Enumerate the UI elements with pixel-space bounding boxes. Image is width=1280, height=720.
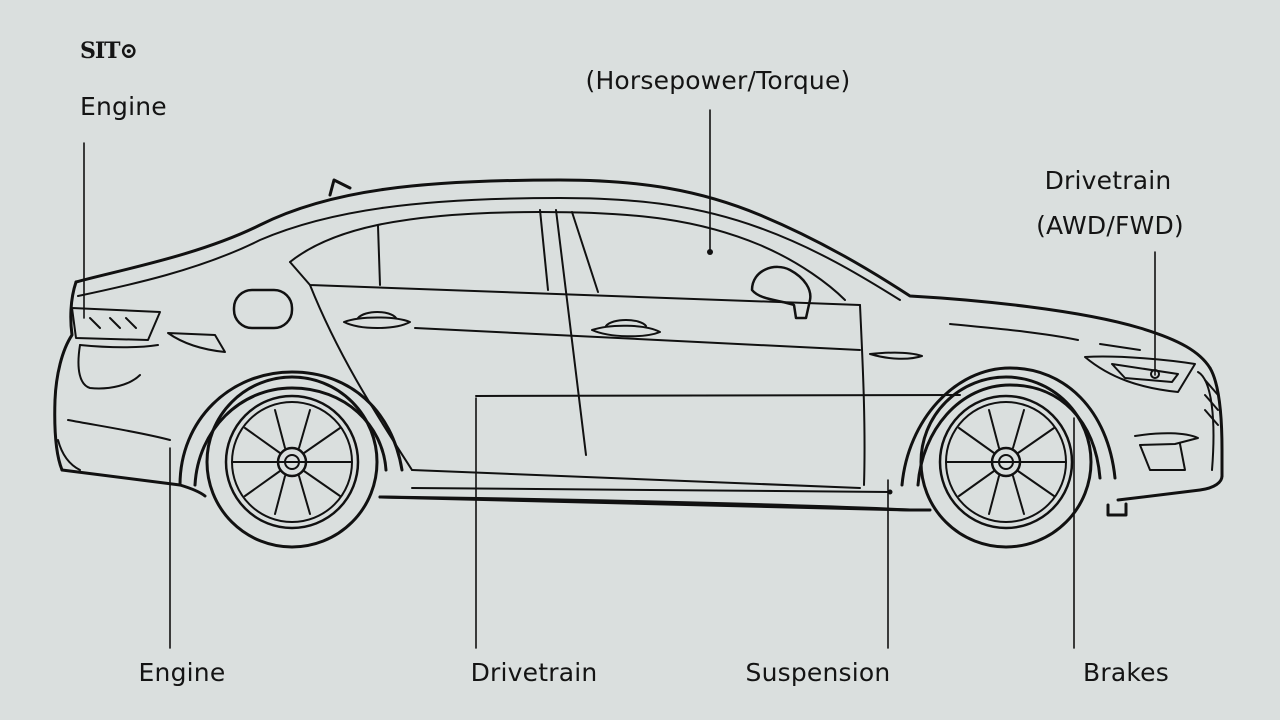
- callout-dot-horsepower: [707, 249, 713, 255]
- front-wheel: [919, 375, 1093, 549]
- rear-wheel: [205, 375, 379, 549]
- door-handles: [343, 311, 661, 338]
- label-horsepower-torque: (Horsepower/Torque): [585, 66, 851, 95]
- fuel-door: [232, 288, 294, 330]
- tail-light: [57, 307, 226, 471]
- label-engine-bottom: Engine: [138, 658, 226, 687]
- headlight: [869, 323, 1219, 471]
- car-windows: [77, 197, 961, 489]
- logo-glyph: SIT⊙: [80, 38, 138, 64]
- label-suspension: Suspension: [745, 658, 891, 687]
- rocker-line: [378, 495, 932, 512]
- label-engine-top: Engine: [80, 92, 167, 121]
- wheel-arches: [178, 366, 1117, 487]
- label-drivetrain-type: (AWD/FWD): [1036, 211, 1184, 240]
- side-mirror: [750, 265, 812, 320]
- label-drivetrain-top: Drivetrain: [1044, 166, 1172, 195]
- callout-lines: [83, 109, 1160, 649]
- label-drivetrain-bottom: Drivetrain: [470, 658, 598, 687]
- label-brakes: Brakes: [1083, 658, 1169, 687]
